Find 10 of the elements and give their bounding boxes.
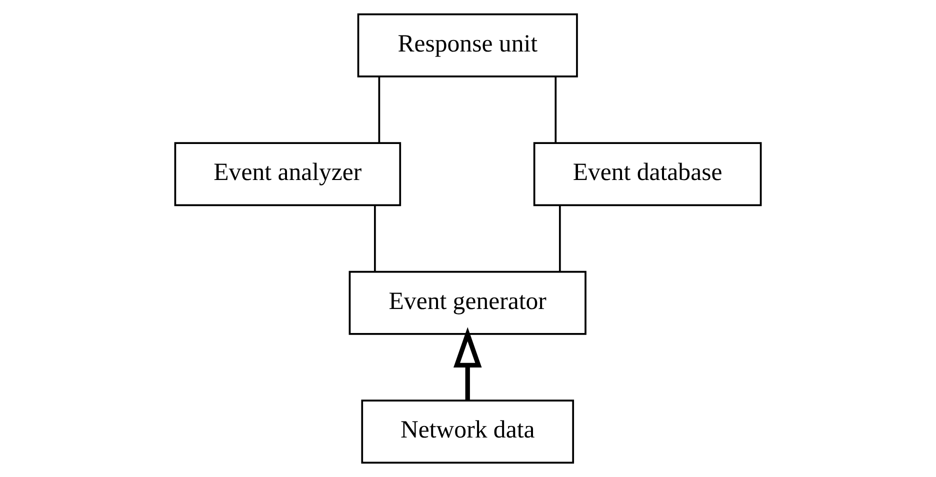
node-box: Event database [533,142,762,206]
node-box: Network data [361,400,574,464]
node-box: Response unit [357,13,578,78]
connector [378,76,380,143]
arrow [453,327,482,400]
connector [374,205,376,272]
node-box: Event analyzer [174,142,402,206]
connector [554,76,557,143]
node-box: Event generator [348,270,586,335]
connector [558,205,561,272]
